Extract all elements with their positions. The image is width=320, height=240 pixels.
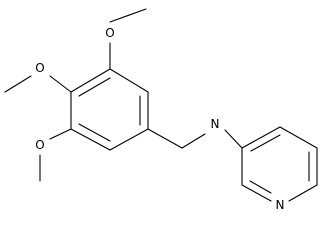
- bond-p2-p3: [279, 126, 318, 149]
- atom-o-top: O: [105, 26, 114, 40]
- bond-c3-c4: [70, 128, 111, 151]
- bond-inner-n-p6: [249, 180, 272, 194]
- atom-o-left: O: [35, 61, 44, 75]
- bond-c2-c3: [109, 128, 149, 151]
- pyridine-ring: N: [241, 126, 318, 212]
- bond-nh-pyridine: [224, 129, 243, 149]
- bond-p1-p2: [241, 126, 281, 149]
- bond-c5-c6: [70, 68, 111, 93]
- methoxy-left: O: [4, 61, 72, 93]
- amine-linker: N: [147, 117, 243, 149]
- bond-n-p6: [241, 184, 272, 202]
- bond-ring-ch2: [147, 128, 183, 149]
- canvas-background: [0, 0, 318, 212]
- atom-o-bottom: O: [35, 138, 44, 152]
- benzene-ring: [70, 68, 149, 151]
- bond-ch2-nh: [181, 133, 206, 149]
- bond-o-top-methyl: [109, 8, 147, 23]
- bond-p4-n: [288, 184, 318, 202]
- bond-ring-o-bottom: [49, 128, 72, 140]
- bond-c6-c1: [109, 68, 149, 93]
- molecule-structure: O O O N N: [0, 0, 318, 212]
- atom-n-pyridine: N: [276, 198, 285, 212]
- bond-inner-c3-c4: [78, 123, 111, 142]
- methoxy-bottom: O: [35, 128, 72, 182]
- methoxy-top: O: [105, 8, 147, 70]
- bond-inner-c5-c6: [78, 77, 111, 97]
- bond-inner-p1-p2: [250, 134, 281, 152]
- bond-ring-o-left: [49, 75, 72, 93]
- bond-o-left-methyl: [4, 75, 32, 93]
- atom-nh: N: [211, 117, 220, 131]
